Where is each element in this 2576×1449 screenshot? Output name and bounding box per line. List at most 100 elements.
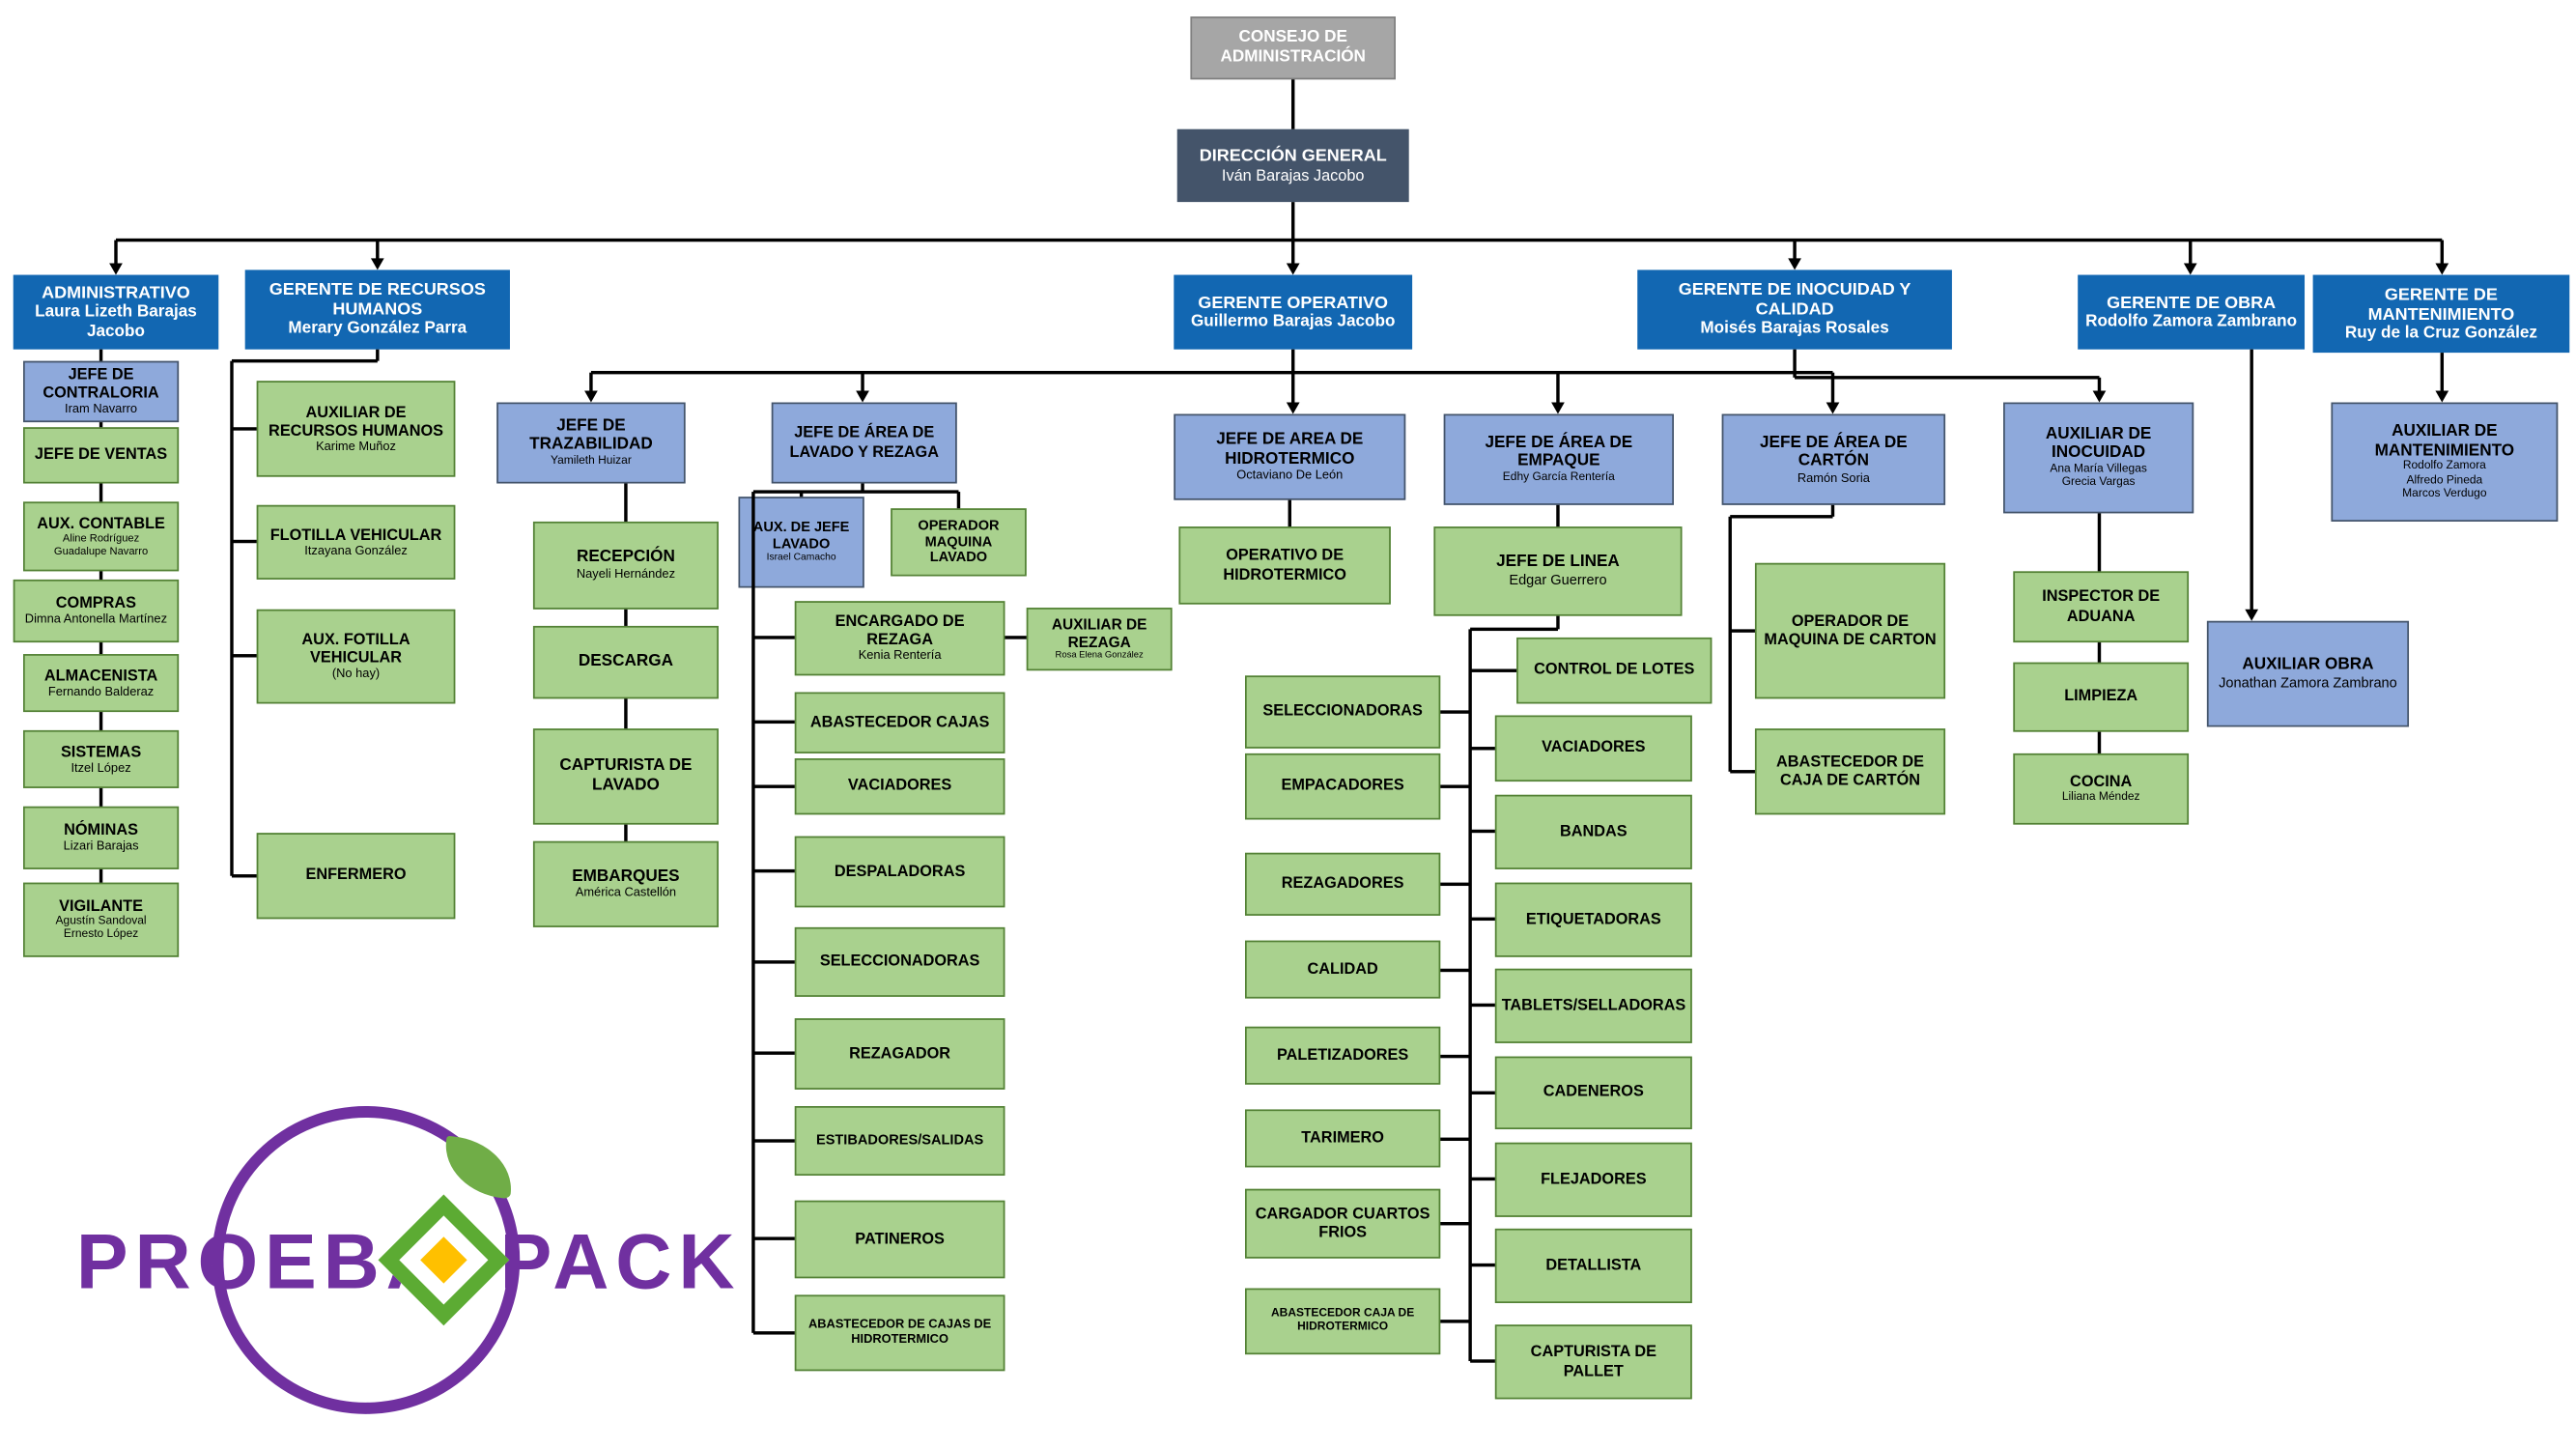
connector-line [1440,1320,1471,1322]
connector-line [1469,629,1472,1361]
org-node-rezagadores: REZAGADORES [1245,852,1441,916]
org-node-title: AUX. DE JEFE LAVADO [752,518,850,552]
org-node-subtitle: Guillermo Barajas Jacobo [1190,312,1396,331]
org-node-title: FLEJADORES [1541,1170,1647,1189]
org-node-subtitle: Ruy de la Cruz González [2344,324,2537,343]
connector-line [1556,372,1559,412]
org-node-vaciadores-lavado: VACIADORES [794,758,1005,815]
connector-line [1470,1264,1495,1266]
connector-line [752,1139,795,1143]
org-node-title: JEFE DE VENTAS [34,445,168,465]
arrowhead-down-icon [2434,390,2449,403]
org-node-aux-fotilla-vehicular: AUX. FOTILLA VEHICULAR(No hay) [256,609,456,704]
connector-line [114,240,117,272]
org-node-title: ABASTECEDOR CAJAS [809,713,990,732]
org-node-title: CAPTURISTA DE LAVADO [559,757,693,795]
org-node-cargador-cuartos-frios: CARGADOR CUARTOS FRIOS [1245,1188,1441,1259]
org-node-title: ENCARGADO DE REZAGA [835,612,965,650]
connector-line [1291,349,1294,373]
org-node-estibadores-salidas: ESTIBADORES/SALIDAS [794,1106,1005,1177]
org-node-title: GERENTE DE RECURSOS HUMANOS [269,279,486,321]
org-node-abastecedor-caja-de-hidrotermico: ABASTECEDOR CAJA DE HIDROTERMICO [1245,1288,1441,1355]
connector-line [231,874,257,877]
org-node-title: TABLETS/SELLADORAS [1501,996,1686,1015]
connector-line [230,360,233,876]
connector-line [752,1331,795,1334]
connector-line [752,1237,795,1240]
connector-line [2098,642,2101,663]
connector-line [1470,918,1495,921]
org-node-title: TARIMERO [1301,1128,1384,1148]
org-node-vaciadores-empaque: VACIADORES [1494,715,1692,782]
connector-line [1005,636,1027,639]
logo-wordmark-pack: PACK [499,1216,742,1305]
connector-line [1291,240,1294,272]
connector-line [2441,240,2444,272]
org-node-cadeneros: CADENEROS [1494,1056,1692,1130]
org-node-title: LIMPIEZA [2064,688,2138,707]
org-node-title: SISTEMAS [60,743,142,761]
org-node-consejo-administracion: CONSEJO DE ADMINISTRACIÓN [1190,16,1396,80]
connector-line [1440,883,1471,886]
connector-line [1291,79,1294,129]
org-node-paletizadores: PALETIZADORES [1245,1026,1441,1085]
org-node-title: JEFE DE LINEA [1496,553,1620,572]
org-node-title: JEFE DE AREA DE HIDROTERMICO [1216,430,1364,469]
org-node-title: SELECCIONADORAS [1262,702,1423,722]
connector-line [1794,240,1797,267]
org-node-subtitle: Rodolfo Zamora Zambrano [2085,312,2298,331]
org-node-despaladoras: DESPALADORAS [794,836,1005,908]
org-node-subtitle: Israel Camacho [766,553,836,563]
connector-line [1470,830,1495,833]
org-node-title: RECEPCIÓN [576,548,675,567]
connector-line [99,642,102,655]
org-node-etiquetadoras: ETIQUETADORAS [1494,882,1692,957]
org-node-title: ETIQUETADORAS [1525,910,1661,929]
org-node-title: AUXILIAR DE RECURSOS HUMANOS [269,403,444,440]
org-node-subtitle: Itzel López [71,759,131,775]
org-node-title: GERENTE OPERATIVO [1198,292,1389,313]
org-node-subtitle: Edgar Guerrero [1509,571,1607,588]
org-node-subtitle: América Castellón [575,885,677,900]
org-node-title: AUXILIAR DE MANTENIMIENTO [2374,422,2515,461]
org-node-capturista-de-lavado: CAPTURISTA DE LAVADO [532,728,719,825]
org-node-detallista: DETALLISTA [1494,1228,1692,1303]
connector-line [99,349,102,361]
org-node-title: ABASTECEDOR DE CAJAS DE HIDROTERMICO [807,1317,992,1347]
org-node-title: COCINA [2070,773,2133,792]
connector-line [231,540,257,543]
logo-ring-icon [212,1106,521,1414]
org-node-limpieza: LIMPIEZA [2013,662,2190,732]
connector-line [957,492,960,509]
org-node-title: PATINEROS [855,1230,945,1249]
org-node-title: CONTROL DE LOTES [1534,661,1695,680]
connector-line [862,372,864,400]
connector-line [1831,372,1834,412]
org-node-abastecedor-caja-carton: ABASTECEDOR DE CAJA DE CARTÓN [1754,728,1946,815]
arrowhead-down-icon [855,390,869,403]
connector-line [624,824,627,841]
arrowhead-down-icon [583,390,597,403]
connector-line [376,240,379,267]
org-node-title: AUX. CONTABLE [37,515,165,533]
org-node-title: EMBARQUES [572,867,680,886]
org-node-subtitle: Dimna Antonella Martínez [24,611,168,627]
org-node-subtitle: Ernesto López [63,928,139,941]
org-node-title: NÓMINAS [64,821,139,840]
org-node-title: PALETIZADORES [1276,1046,1409,1065]
connector-line [624,609,627,626]
connector-line [99,571,102,580]
org-node-operador-maquina-carton: OPERADOR DE MAQUINA DE CARTON [1754,562,1946,699]
